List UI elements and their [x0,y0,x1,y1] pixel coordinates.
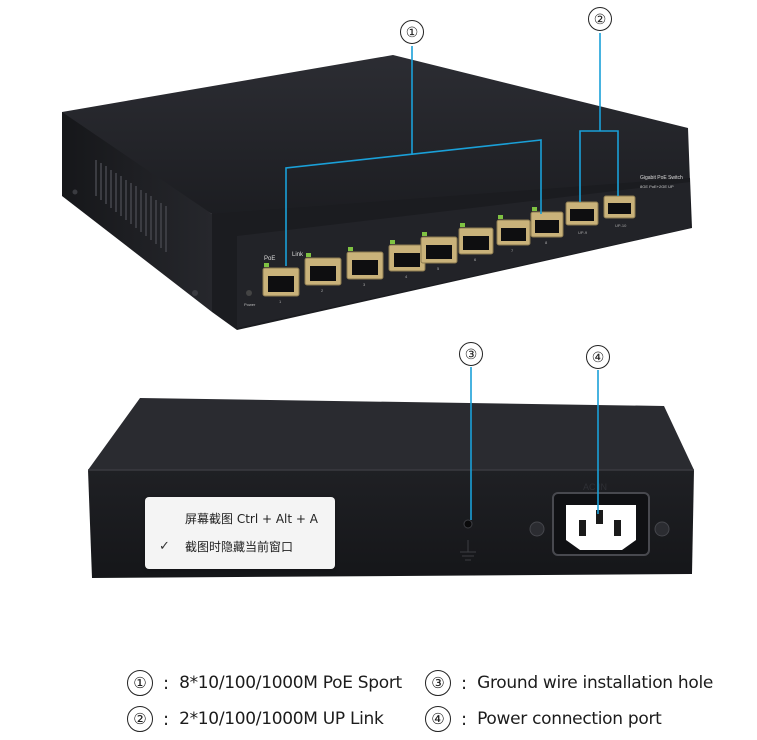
port-number: 6 [474,257,477,262]
link-led-label: Link [292,252,304,258]
checkmark-icon: ✓ [159,539,170,554]
mount-screw [654,521,670,537]
legend-text: Ground wire installation hole [477,673,714,693]
legend-item-4: ④: Power connection port [425,706,662,732]
legend-text: 2*10/100/1000M UP Link [179,709,384,729]
port-number: 5 [437,266,440,271]
port-number: 4 [405,274,408,279]
callout-3: ③ [459,342,483,366]
port-number: 7 [511,248,514,253]
legend-num: ① [127,670,153,696]
callout-1: ① [400,20,424,44]
callout-2: ② [588,7,612,31]
power-led-label: Power [244,302,256,307]
spec-text: 8GE PoE+2GE UP [640,184,674,189]
screenshot-context-menu: 屏幕截图 Ctrl + Alt + A ✓ 截图时隐藏当前窗口 [145,497,335,569]
ac-in-label: AC IN [583,482,607,492]
port-number: 8 [545,240,548,245]
power-led [246,290,252,296]
menu-item-screenshot[interactable]: 屏幕截图 Ctrl + Alt + A [185,512,318,526]
legend-num: ④ [425,706,451,732]
legend-colon: : [461,672,468,694]
legend-item-2: ②:2*10/100/1000M UP Link [127,706,384,732]
callout-4: ④ [586,345,610,369]
brand-text: Gigabit PoE Switch [640,175,683,181]
ground-hole [463,519,473,529]
uplink-label: UP-9 [578,230,588,235]
ground-symbol [460,540,476,561]
legend-colon: : [163,708,170,730]
switch-front-view: PoE Link Power Gigabit PoE Switch 8GE Po… [62,55,692,330]
legend-colon: : [461,708,468,730]
vent-slots [95,160,167,252]
legend-colon: : [163,672,170,694]
legend-num: ③ [425,670,451,696]
port-number: 2 [321,288,324,293]
port-number: 3 [363,282,366,287]
port-number: 1 [279,299,282,304]
menu-item-hide-window[interactable]: 截图时隐藏当前窗口 [185,540,294,554]
mount-screw [529,521,545,537]
rear-top-panel [88,398,694,470]
legend-text: Power connection port [477,709,662,729]
legend-num: ② [127,706,153,732]
legend-item-1: ①:8*10/100/1000M PoE Sport [127,670,402,696]
legend-item-3: ③: Ground wire installation hole [425,670,713,696]
legend-text: 8*10/100/1000M PoE Sport [179,673,402,693]
poe-led-label: PoE [264,256,275,262]
callout-lines [285,33,619,520]
uplink-label: UP-10 [615,223,627,228]
port-leds [264,207,537,267]
